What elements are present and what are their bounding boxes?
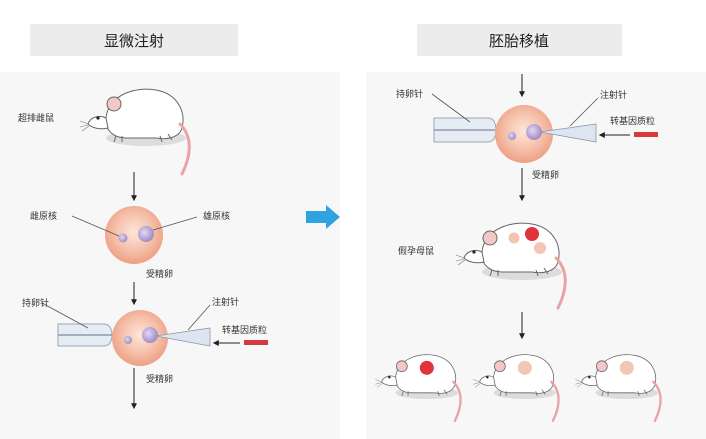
label-fertilized-egg-right: 受精卵: [532, 169, 559, 181]
label-transgene-plasmid-right: 转基因质粒: [610, 115, 655, 127]
label-male-pronucleus: 雄原核: [203, 210, 230, 222]
label-transgene-plasmid-left: 转基因质粒: [222, 324, 267, 336]
label-holding-pipette-left: 持卵针: [22, 297, 49, 309]
plasmid-bar-right: [634, 132, 658, 137]
label-fertilized-egg-2: 受精卵: [146, 373, 173, 385]
fertilized-egg-1: [105, 206, 163, 264]
label-fertilized-egg-1: 受精卵: [146, 268, 173, 280]
injection-needle-right: [539, 123, 597, 143]
label-pseudopregnant-female: 假孕母鼠: [398, 245, 434, 257]
injection-needle: [155, 327, 211, 347]
right-title-box: [417, 24, 622, 56]
holding-pipette-right: [433, 117, 497, 143]
leader-male-pronucleus: [152, 216, 198, 231]
label-injection-needle-left: 注射针: [212, 296, 239, 308]
right-panel-title: 胚胎移植: [489, 32, 549, 50]
leader-female-pronucleus: [71, 215, 120, 237]
leader-holding-pipette: [41, 302, 89, 329]
leader-holding-pipette-right: [431, 93, 471, 123]
pseudopregnant-female-mouse: [454, 221, 567, 310]
leader-injection-needle-right: [569, 97, 599, 127]
left-title-box: [30, 24, 238, 56]
leader-injection-needle: [187, 304, 211, 331]
fertilized-egg-injection: [112, 310, 168, 366]
plasmid-bar-left: [244, 340, 268, 345]
label-holding-pipette-right: 持卵针: [396, 88, 423, 100]
label-female-pronucleus: 雌原核: [30, 210, 57, 222]
offspring-mouse-1: [374, 353, 462, 423]
male-pronucleus: [138, 226, 154, 242]
left-panel-title: 显微注射: [104, 32, 164, 50]
label-superovulated-female: 超排雌鼠: [18, 112, 54, 124]
holding-pipette: [57, 323, 113, 347]
offspring-mouse-3: [574, 353, 662, 423]
transition-arrow: [306, 205, 340, 229]
female-pronucleus: [118, 233, 128, 243]
offspring-mouse-2: [472, 353, 560, 423]
fertilized-egg-right: [495, 105, 553, 163]
label-injection-needle-right: 注射针: [600, 89, 627, 101]
